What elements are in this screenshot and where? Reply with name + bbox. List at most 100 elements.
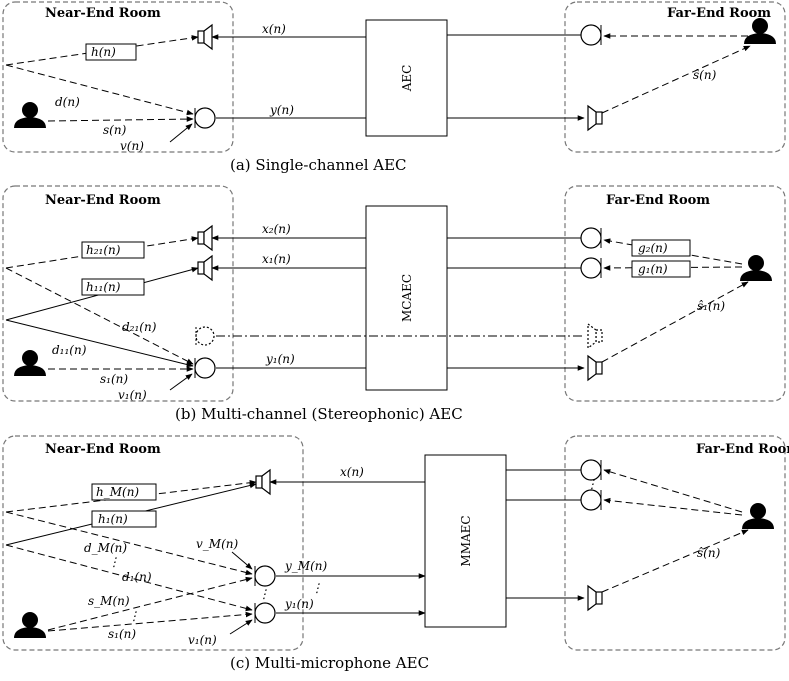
far-loudspeaker-icon <box>587 104 603 132</box>
caption-b: (b) Multi-channel (Stereophonic) AEC <box>175 405 463 423</box>
label-x-c: x(n) <box>340 465 364 479</box>
panel-a: Near-End Room Far-End Room AEC x(n) y(n) <box>2 1 786 174</box>
label-d1-c: d₁(n) <box>122 570 152 584</box>
mcaec-block <box>365 205 448 391</box>
hM-box-c <box>91 483 157 501</box>
label-d-a: d(n) <box>55 95 80 109</box>
near-room-title-b: Near-End Room <box>45 193 161 208</box>
noise-path-vM-c <box>231 551 253 570</box>
label-v1-c: v₁(n) <box>188 633 217 647</box>
label-x-a: x(n) <box>262 22 286 36</box>
label-s1-c: s₁(n) <box>108 627 136 641</box>
far-room-title-b: Far-End Room <box>606 193 710 208</box>
far-loudspeaker-2-icon <box>587 322 603 350</box>
noise-path-v1-c <box>229 619 253 635</box>
panel-c: Near-End Room Far-End Room MMAEC x(n) y_… <box>2 435 789 672</box>
g1-box-b <box>631 260 691 278</box>
far-end-room-a <box>564 1 786 153</box>
label-y1-c: y₁(n) <box>284 597 314 611</box>
label-dM-c: d_M(n) <box>84 541 127 555</box>
speech-path-sM-c <box>47 576 253 631</box>
label-d11-b: d₁₁(n) <box>52 343 87 357</box>
label-sfar-a: ŝ(n) <box>693 68 717 82</box>
echo-path-d11-b <box>5 319 194 368</box>
echo-path-d1-c <box>5 544 253 612</box>
label-x2-b: x₂(n) <box>262 222 291 236</box>
echo-path-dM-c <box>5 511 253 576</box>
dots-far-mic-c: ⋮ <box>586 477 598 491</box>
label-s-a: s(n) <box>103 123 127 137</box>
label-h1-c: h₁(n) <box>98 512 128 526</box>
loudspeaker-2-icon <box>197 224 213 252</box>
dots-y-c: ⋮ <box>311 581 323 595</box>
far-speech-path-c <box>601 529 749 593</box>
label-y-a: y(n) <box>269 103 294 117</box>
label-v-a: v(n) <box>120 139 144 153</box>
mcaec-block-label: MCAEC <box>400 274 414 322</box>
label-yM-c: y_M(n) <box>284 559 327 573</box>
far-loudspeaker-1-icon <box>587 354 603 382</box>
h11-box-b <box>81 278 145 296</box>
dots-s-c: ⋮ <box>128 609 140 623</box>
h-box-a <box>85 43 137 61</box>
near-end-room-c <box>2 435 304 651</box>
far-path-top-c <box>603 469 743 513</box>
loudspeaker-icon <box>197 23 213 51</box>
label-h-a: h(n) <box>91 45 116 59</box>
aec-block <box>365 19 448 137</box>
label-x1-b: x₁(n) <box>262 252 291 266</box>
label-v1-b: v₁(n) <box>118 388 147 402</box>
microphone-2-icon <box>195 326 215 346</box>
loudspeaker-icon-c <box>255 468 271 496</box>
speech-path-s1-c <box>47 611 253 632</box>
near-talker-icon <box>14 102 46 128</box>
far-room-title-a: Far-End Room <box>667 6 771 21</box>
label-s1far-b: ŝ₁(n) <box>697 299 725 313</box>
label-d21-b: d₂₁(n) <box>122 320 157 334</box>
near-room-title-c: Near-End Room <box>45 442 161 457</box>
far-end-room-b <box>564 185 786 402</box>
label-g1-b: g₁(n) <box>638 262 668 276</box>
far-microphone-bot-icon <box>580 489 602 511</box>
microphone-1-icon <box>194 357 216 379</box>
far-microphone-icon <box>580 24 602 46</box>
far-path-bot-c <box>603 497 743 516</box>
microphone-M-icon <box>254 565 276 587</box>
far-talker-icon <box>744 18 776 44</box>
noise-path-v1-b <box>169 373 193 391</box>
label-sM-c: s_M(n) <box>88 594 130 608</box>
near-talker-icon-c <box>14 612 46 638</box>
far-microphone-1-icon <box>580 257 602 279</box>
near-talker-icon-b <box>14 350 46 376</box>
label-h21-b: h₂₁(n) <box>86 243 121 257</box>
far-microphone-top-icon <box>580 459 602 481</box>
caption-c: (c) Multi-microphone AEC <box>230 654 429 672</box>
noise-path-v-a <box>169 123 193 143</box>
far-microphone-2-icon <box>580 227 602 249</box>
label-sfar-c: ŝ(n) <box>697 546 721 560</box>
dots-d-c: ⋮ <box>108 555 120 569</box>
far-talker-icon-b <box>740 255 772 281</box>
label-g2-b: g₂(n) <box>638 241 668 255</box>
echo-path-d21-b <box>5 267 194 365</box>
caption-a: (a) Single-channel AEC <box>230 156 407 174</box>
microphone-1-icon-c <box>254 602 276 624</box>
h21-box-b <box>81 241 145 259</box>
microphone-icon <box>194 107 216 129</box>
far-speech-path-b <box>601 281 749 363</box>
label-s1-b: s₁(n) <box>100 372 128 386</box>
panel-b: Near-End Room Far-End Room MCAEC x₂(n) x… <box>2 185 786 423</box>
near-end-room-a <box>2 1 234 153</box>
near-room-title-a: Near-End Room <box>45 6 161 21</box>
dots-mic-c: ⋮ <box>258 587 270 601</box>
label-hM-c: h_M(n) <box>96 485 139 499</box>
far-room-title-c: Far-End Room <box>696 442 789 457</box>
far-loudspeaker-icon-c <box>587 584 603 612</box>
label-h11-b: h₁₁(n) <box>86 280 121 294</box>
far-end-room-c <box>564 435 786 651</box>
g2-box-b <box>631 239 691 257</box>
far-speech-path-a <box>601 45 751 114</box>
h1-box-c <box>91 510 157 528</box>
loudspeaker-1-icon <box>197 254 213 282</box>
